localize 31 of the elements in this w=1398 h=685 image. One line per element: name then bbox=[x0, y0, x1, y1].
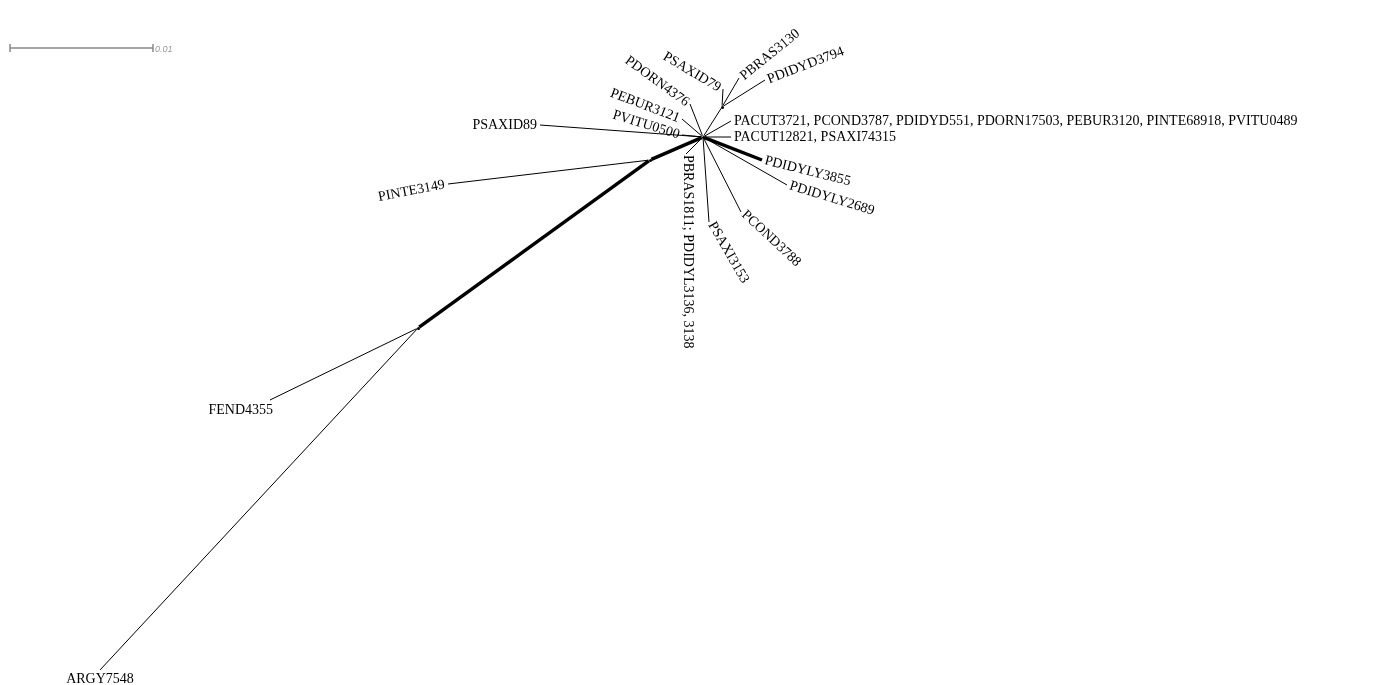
branch-line bbox=[704, 136, 732, 138]
branch-point bbox=[648, 158, 652, 162]
branch-point bbox=[416, 326, 420, 330]
branch-line bbox=[650, 136, 703, 161]
branch-line bbox=[722, 79, 766, 107]
branch-point bbox=[720, 105, 724, 109]
branch-line bbox=[685, 137, 703, 155]
branch-line bbox=[722, 77, 740, 107]
branch-line bbox=[539, 124, 702, 138]
branch-line bbox=[703, 120, 732, 137]
scale-label: 0.01 bbox=[155, 44, 173, 54]
taxon-label: ARGY7548 bbox=[65, 671, 135, 685]
taxon-label: PBRAS1811; PDIDYL3136, 3138 bbox=[680, 154, 696, 350]
branch-line bbox=[447, 159, 649, 185]
taxon-label: PACUT3721, PCOND3787, PDIDYD551, PDORN17503, PEBUR3120, PINTE68918, PVITU0489 bbox=[733, 113, 1299, 129]
taxon-label: PSAXID89 bbox=[471, 117, 538, 133]
branch-line bbox=[418, 159, 650, 329]
branch-point bbox=[701, 135, 705, 139]
branch-line bbox=[703, 137, 742, 213]
branch-line bbox=[681, 118, 703, 137]
branch-line bbox=[721, 88, 724, 106]
taxon-label: PACUT12821, PSAXI74315 bbox=[733, 129, 898, 145]
taxon-label: PINTE3149 bbox=[376, 176, 448, 206]
branch-line bbox=[689, 103, 703, 137]
branch-line bbox=[703, 135, 763, 162]
branch-line bbox=[99, 328, 418, 671]
branch-line bbox=[702, 138, 710, 223]
branch-line bbox=[703, 107, 722, 137]
branch-line bbox=[269, 328, 418, 401]
branch-line bbox=[703, 137, 788, 186]
taxon-label: FEND4355 bbox=[207, 402, 274, 418]
